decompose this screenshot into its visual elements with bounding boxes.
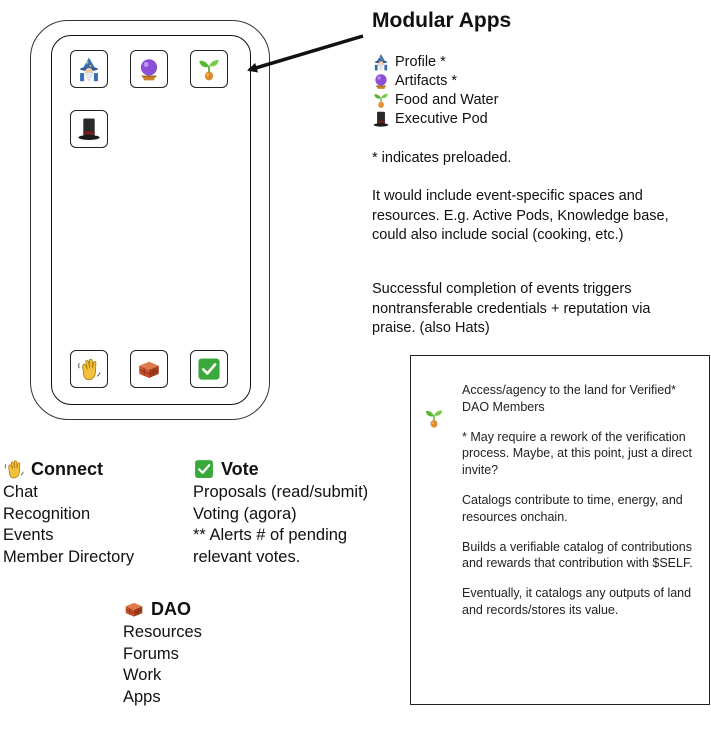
legend-label: Artifacts * [395, 72, 458, 89]
legend-item: Executive Pod [372, 109, 498, 128]
app-tile-profile[interactable] [70, 50, 108, 88]
connect-section: Connect Chat Recognition Events Member D… [3, 457, 134, 568]
dock-tile-dao[interactable] [130, 350, 168, 388]
legend-label: Food and Water [395, 91, 499, 108]
phone-screen [51, 35, 251, 405]
brick-icon [123, 598, 145, 620]
wizard-icon [372, 53, 390, 71]
vote-heading: Vote [193, 457, 368, 481]
seedling-icon [196, 56, 222, 82]
info-paragraph: Builds a verifiable catalog of contribut… [462, 539, 693, 571]
brick-icon [136, 356, 162, 382]
waving-hand-icon [76, 356, 102, 382]
note-credentials: Successful completion of events triggers… [372, 281, 651, 336]
crystal-ball-icon [372, 72, 390, 90]
dock-tile-vote[interactable] [190, 350, 228, 388]
legend-label: Profile * [395, 53, 446, 70]
list-item: Resources [123, 623, 202, 641]
list-item: Chat [3, 483, 38, 501]
info-box-text: Access/agency to the land for Verified* … [462, 382, 698, 632]
arrow-connector [247, 34, 364, 73]
list-item: Member Directory [3, 547, 135, 566]
app-tile-food-and-water[interactable] [190, 50, 228, 88]
info-paragraph: Catalogs contribute to time, energy, and… [462, 492, 683, 524]
seedling-icon [423, 406, 445, 430]
dao-section: DAO Resources Forums Work Apps [123, 597, 202, 708]
dock-tile-connect[interactable] [70, 350, 108, 388]
dao-title: DAO [151, 598, 191, 619]
list-item: Forums [123, 644, 179, 663]
check-mark-icon [196, 356, 222, 382]
list-item: relevant votes. [193, 547, 301, 566]
dao-heading: DAO [123, 597, 202, 621]
app-legend: Profile * Artifacts * Food and Water Exe… [372, 52, 498, 128]
note-preloaded: * indicates preloaded. [372, 150, 512, 166]
legend-item: Food and Water [372, 90, 498, 109]
wizard-icon [76, 56, 102, 82]
list-item: Work [123, 666, 162, 684]
list-item: Recognition [3, 504, 91, 523]
list-item: ** Alerts # of pending [193, 526, 348, 544]
app-tile-artifacts[interactable] [130, 50, 168, 88]
waving-hand-icon [3, 458, 25, 480]
top-hat-icon [76, 116, 102, 142]
info-paragraph: Eventually, it catalogs any outputs of l… [462, 586, 692, 617]
check-mark-icon [193, 458, 215, 480]
connect-title: Connect [31, 458, 103, 479]
list-item: Proposals (read/submit) [193, 483, 369, 501]
crystal-ball-icon [136, 56, 162, 82]
diagram-title: Modular Apps [372, 9, 512, 32]
vote-section: Vote Proposals (read/submit) Voting (ago… [193, 457, 368, 568]
info-paragraph: * May require a rework of the verificati… [462, 429, 692, 478]
seedling-icon [372, 91, 390, 109]
connect-heading: Connect [3, 457, 134, 481]
info-box: Access/agency to the land for Verified* … [410, 355, 710, 705]
vote-title: Vote [221, 458, 259, 479]
top-hat-icon [372, 110, 390, 128]
legend-label: Executive Pod [395, 110, 488, 127]
list-item: Events [3, 526, 54, 544]
legend-item: Artifacts * [372, 71, 498, 90]
app-tile-executive-pod[interactable] [70, 110, 108, 148]
info-paragraph: Access/agency to the land for Verified* … [462, 383, 677, 414]
list-item: Apps [123, 687, 161, 706]
note-event-spaces: It would include event-specific spaces a… [372, 188, 669, 243]
legend-item: Profile * [372, 52, 498, 71]
list-item: Voting (agora) [193, 504, 297, 523]
